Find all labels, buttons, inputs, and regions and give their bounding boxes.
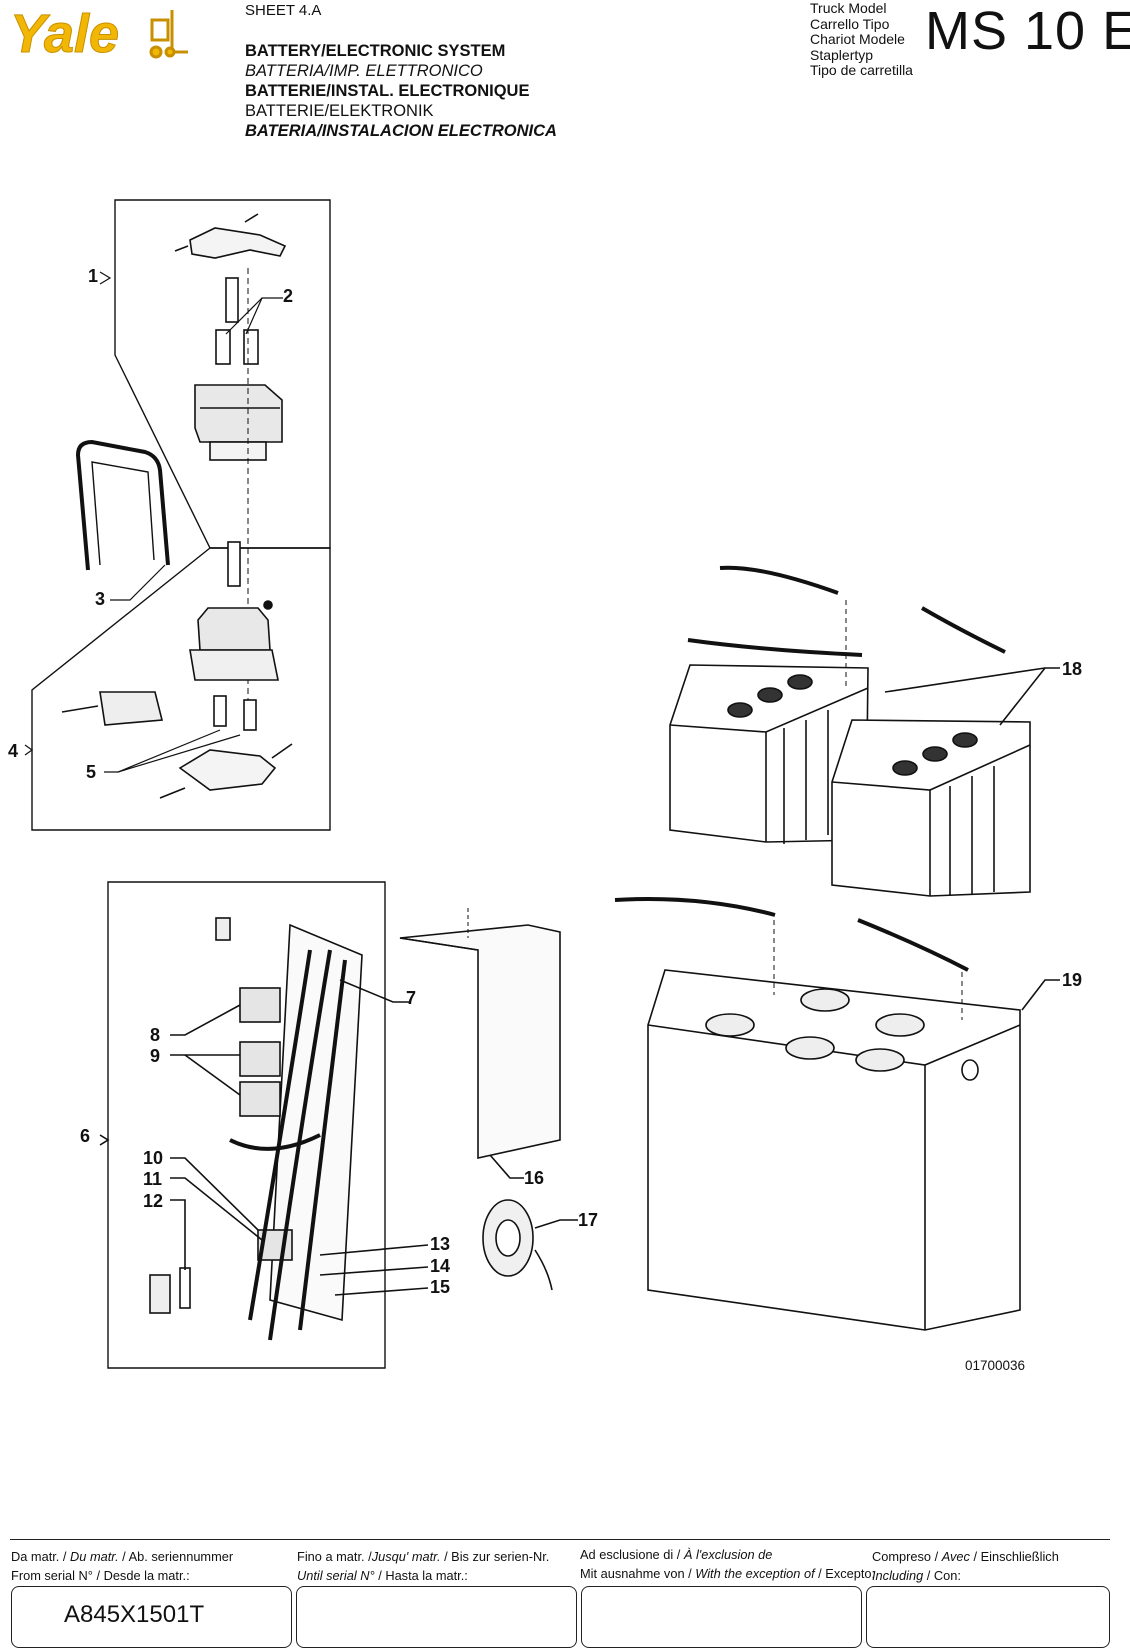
from-serial-value: A845X1501T <box>64 1601 205 1628</box>
title-en: BATTERY/ELECTRONIC SYSTEM <box>245 42 506 60</box>
traction-battery-illustration <box>614 897 1060 1331</box>
footer-text: / Hasta la matr.: <box>374 1568 468 1583</box>
footer-text: Compreso / <box>872 1549 942 1564</box>
truck-model-label-it: Carrello Tipo <box>810 15 890 32</box>
footer-text: Du matr. <box>70 1549 119 1564</box>
footer-exception-heading: Ad esclusione di / À l'exclusion de Mit … <box>580 1545 875 1583</box>
callout-12: 12 <box>143 1191 163 1211</box>
callout-14: 14 <box>430 1256 450 1276</box>
yale-logo: Yale <box>10 4 188 62</box>
callout-18: 18 <box>1062 659 1082 679</box>
exception-box <box>581 1586 862 1648</box>
callout-3: 3 <box>95 589 105 609</box>
callout-8: 8 <box>150 1025 160 1045</box>
callout-11: 11 <box>143 1169 162 1189</box>
footer-from-serial-heading: Da matr. / Du matr. / Ab. seriennummer F… <box>11 1547 233 1585</box>
footer-text: Jusqu' matr. <box>371 1549 441 1564</box>
footer-text: Mit ausnahme von / <box>580 1566 696 1581</box>
forklift-icon <box>149 10 188 59</box>
footer-text: With the exception of <box>695 1566 815 1581</box>
footer-text: Including <box>872 1568 924 1583</box>
callout-19: 19 <box>1062 970 1082 990</box>
callout-7: 7 <box>406 988 416 1008</box>
title-de: BATTERIE/ELEKTRONIK <box>245 102 434 120</box>
drawing-number: 01700036 <box>965 1358 1025 1373</box>
truck-model-value: MS 10 E <box>925 1 1130 61</box>
title-es: BATERIA/INSTALACION ELECTRONICA <box>245 122 557 140</box>
title-it: BATTERIA/IMP. ELETTRONICO <box>245 62 483 80</box>
footer-divider <box>10 1539 1110 1540</box>
callout-13: 13 <box>430 1234 450 1254</box>
footer-text: From serial N° / Desde la matr.: <box>11 1568 190 1583</box>
sheet-titles: BATTERY/ELECTRONIC SYSTEM BATTERIA/IMP. … <box>245 41 557 141</box>
callout-6: 6 <box>80 1126 90 1146</box>
exploded-parts-drawing: 1 2 3 4 5 6 7 8 9 10 11 12 13 14 15 16 1… <box>8 199 1082 1373</box>
truck-model-label-fr: Chariot Modele <box>810 31 905 47</box>
title-fr: BATTERIE/INSTAL. ELECTRONIQUE <box>245 82 530 100</box>
callout-5: 5 <box>86 762 96 782</box>
footer-text: / Excepto: <box>814 1566 876 1581</box>
sheet-number: SHEET 4.A <box>245 2 322 19</box>
until-serial-box <box>296 1586 577 1648</box>
footer-text: Da matr. / <box>11 1549 71 1564</box>
including-box <box>866 1586 1110 1648</box>
footer-text: Until serial N° <box>297 1568 375 1583</box>
callout-15: 15 <box>430 1277 450 1297</box>
truck-model-label-en: Truck Model <box>810 0 887 16</box>
callout-2: 2 <box>283 286 293 306</box>
callout-1: 1 <box>88 266 98 286</box>
footer-including-heading: Compreso / Avec / Einschließlich Includi… <box>872 1547 1059 1585</box>
footer-text: Fino a matr. / <box>297 1549 372 1564</box>
callout-numbers: 1 2 3 4 5 6 7 8 9 10 11 12 13 14 15 16 1… <box>8 266 1082 1373</box>
cover-plate-and-horn-illustration <box>399 908 578 1291</box>
callout-4: 4 <box>8 741 18 761</box>
callout-10: 10 <box>143 1148 163 1168</box>
brand-wordmark: Yale <box>10 4 119 62</box>
callout-16: 16 <box>524 1168 544 1188</box>
footer-text: / Ab. seriennummer <box>118 1549 234 1564</box>
battery-pair-illustration <box>669 565 1060 897</box>
footer-text: À l'exclusion de <box>683 1547 773 1562</box>
leader-lines-left <box>24 271 283 773</box>
connector-assembly-illustration <box>31 199 331 831</box>
truck-model-labels: Truck Model Carrello Tipo Chariot Modele… <box>810 0 913 79</box>
truck-model-label-es: Tipo de carretilla <box>810 62 913 78</box>
electronic-panel-illustration <box>99 881 429 1369</box>
footer-text: / Einschließlich <box>969 1549 1059 1564</box>
footer-text: Avec <box>941 1549 970 1564</box>
footer-until-serial-heading: Fino a matr. /Jusqu' matr. / Bis zur ser… <box>297 1547 549 1585</box>
truck-model-label-de: Staplertyp <box>810 46 874 63</box>
callout-9: 9 <box>150 1046 160 1066</box>
footer-text: / Bis zur serien-Nr. <box>440 1549 550 1564</box>
footer-text: / Con: <box>923 1568 961 1583</box>
footer-text: Ad esclusione di / <box>580 1547 684 1562</box>
callout-17: 17 <box>578 1210 598 1230</box>
